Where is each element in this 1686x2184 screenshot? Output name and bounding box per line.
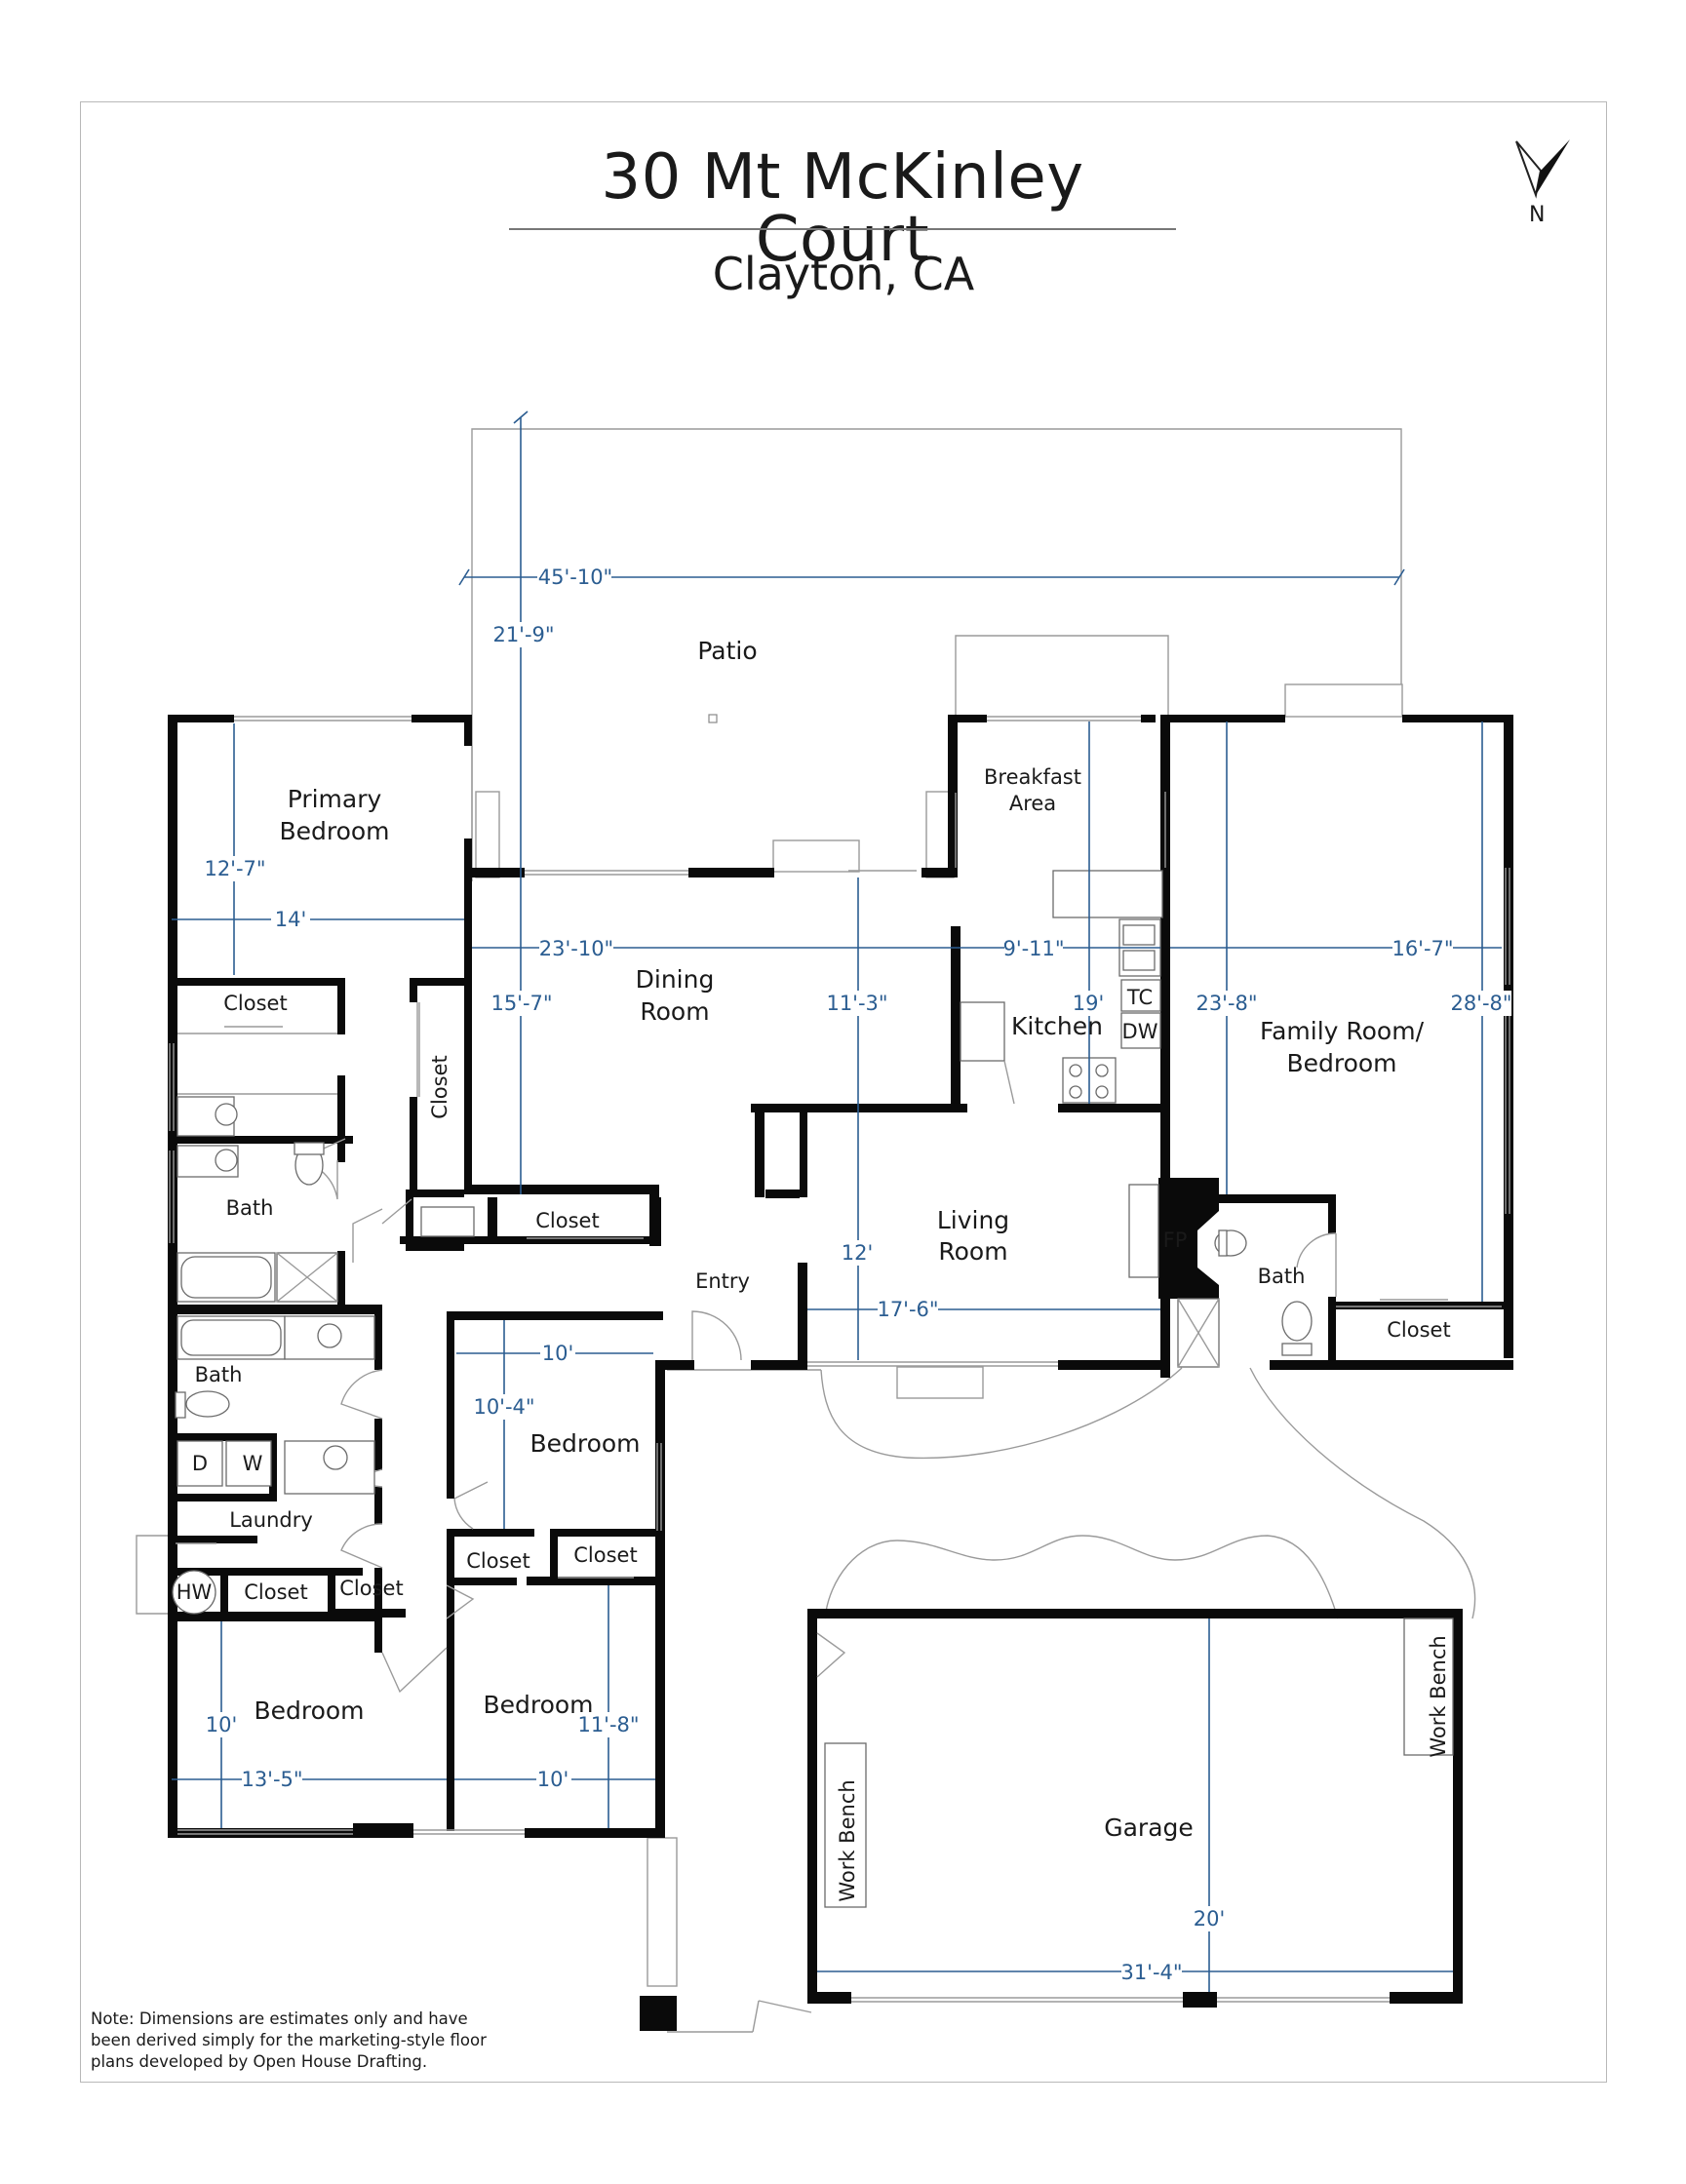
dim-patio-depth: 21'-9" bbox=[492, 623, 554, 646]
label-bath-1: Bath bbox=[226, 1196, 274, 1220]
dim-kitchen-width: 9'-11" bbox=[1002, 937, 1064, 960]
page-subtitle: Clayton, CA bbox=[712, 248, 975, 300]
label-breakfast-1: Breakfast bbox=[984, 765, 1081, 789]
label-breakfast-2: Area bbox=[1009, 792, 1056, 815]
dim-garage-width: 31'-4" bbox=[1120, 1961, 1182, 1984]
label-washer: W bbox=[243, 1452, 263, 1475]
page-title: 30 Mt McKinley Court bbox=[601, 141, 1084, 276]
label-closet-primary: Closet bbox=[223, 992, 287, 1015]
north-arrow-icon bbox=[1515, 139, 1570, 199]
room-labels: Patio Primary Bedroom Breakfast Area Din… bbox=[176, 637, 1451, 1902]
disclaimer-note: Note: Dimensions are estimates only and … bbox=[91, 2009, 487, 2071]
dim-living-depth: 12' bbox=[842, 1241, 874, 1265]
label-primary-2: Bedroom bbox=[279, 817, 389, 845]
label-workbench-right: Work Bench bbox=[1427, 1635, 1450, 1757]
label-closet-family: Closet bbox=[1387, 1318, 1450, 1342]
dim-bed-s-depth: 11'-8" bbox=[577, 1713, 639, 1736]
north-label: N bbox=[1529, 203, 1546, 227]
label-bath-2: Bath bbox=[195, 1363, 243, 1386]
label-dining-2: Room bbox=[640, 997, 709, 1026]
label-tc: TC bbox=[1126, 986, 1153, 1009]
dim-family-depth: 28'-8" bbox=[1450, 992, 1511, 1015]
label-living-2: Room bbox=[938, 1237, 1007, 1266]
label-dw: DW bbox=[1122, 1020, 1158, 1043]
label-closet-sw: Closet bbox=[244, 1580, 307, 1604]
label-bedroom-sw: Bedroom bbox=[254, 1696, 364, 1725]
label-closet-hall: Closet bbox=[339, 1577, 403, 1600]
label-dining-1: Dining bbox=[636, 965, 715, 994]
dimension-labels: 45'-10" 21'-9" 12'-7" 14' 23'-10" 15'-7"… bbox=[204, 564, 1512, 1985]
label-hw: HW bbox=[176, 1580, 213, 1604]
dim-bed-c-width: 10' bbox=[542, 1342, 574, 1365]
walkway-outline bbox=[647, 1367, 1476, 2033]
label-living-1: Living bbox=[937, 1206, 1009, 1234]
label-fp: FP bbox=[1163, 1228, 1188, 1252]
label-entry: Entry bbox=[695, 1269, 750, 1293]
label-closet-bed-c-2: Closet bbox=[573, 1543, 637, 1567]
label-closet-bed-c-1: Closet bbox=[466, 1549, 529, 1573]
dim-bed-sw-depth: 10' bbox=[206, 1713, 238, 1736]
label-laundry: Laundry bbox=[229, 1508, 313, 1532]
label-family-2: Bedroom bbox=[1286, 1049, 1396, 1077]
windows bbox=[169, 716, 1510, 2003]
dim-dining-inner: 11'-3" bbox=[826, 992, 887, 1015]
title-underline bbox=[509, 228, 1176, 230]
dim-garage-depth: 20' bbox=[1194, 1907, 1226, 1930]
label-closet-vertical: Closet bbox=[428, 1055, 451, 1118]
walls bbox=[168, 715, 1513, 2031]
dim-bed-s-width: 10' bbox=[537, 1768, 569, 1791]
dim-bed-sw-width: 13'-5" bbox=[241, 1768, 302, 1791]
label-dryer: D bbox=[192, 1452, 208, 1475]
label-workbench-left: Work Bench bbox=[836, 1779, 859, 1901]
dim-kitchen-depth: 19' bbox=[1073, 992, 1105, 1015]
dim-family-inner: 23'-8" bbox=[1196, 992, 1257, 1015]
dim-dining-width: 23'-10" bbox=[539, 937, 613, 960]
dim-bed-c-depth: 10'-4" bbox=[473, 1395, 534, 1419]
label-kitchen: Kitchen bbox=[1011, 1012, 1103, 1040]
dim-living-width: 17'-6" bbox=[877, 1298, 938, 1321]
page-frame bbox=[80, 101, 1607, 2083]
label-garage: Garage bbox=[1104, 1814, 1194, 1842]
label-bedroom-s: Bedroom bbox=[483, 1691, 593, 1719]
dim-patio-width: 45'-10" bbox=[538, 566, 612, 589]
dim-family-width: 16'-7" bbox=[1392, 937, 1453, 960]
label-family-1: Family Room/ bbox=[1260, 1017, 1425, 1045]
dim-primary-depth: 12'-7" bbox=[204, 857, 265, 880]
label-bedroom-center: Bedroom bbox=[529, 1429, 640, 1458]
patio-outline bbox=[471, 428, 1403, 881]
dim-dining-depth: 15'-7" bbox=[490, 992, 552, 1015]
label-primary-1: Primary bbox=[288, 785, 382, 813]
label-patio: Patio bbox=[697, 637, 757, 665]
label-bath-family: Bath bbox=[1258, 1265, 1306, 1288]
label-closet-dining: Closet bbox=[535, 1209, 599, 1232]
dim-primary-width: 14' bbox=[275, 908, 307, 931]
